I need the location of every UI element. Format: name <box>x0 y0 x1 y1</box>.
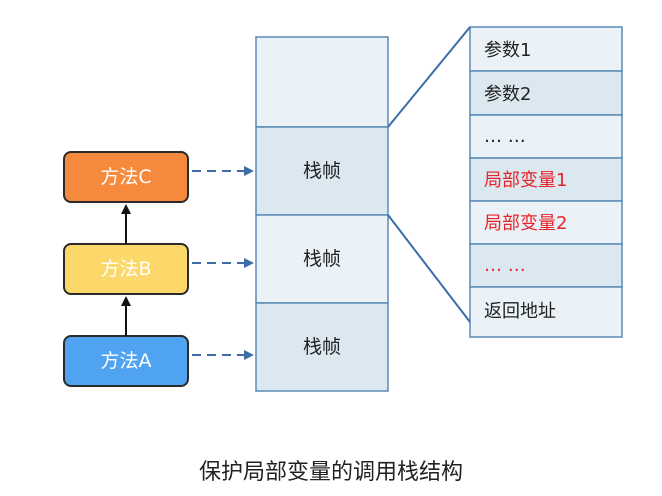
diagram-caption: 保护局部变量的调用栈结构 <box>198 460 463 485</box>
stack-frame-slot-2 <box>255 214 389 304</box>
stack-frame-label: 栈帧 <box>303 160 341 182</box>
frame-row-ellipsis: … … <box>484 126 526 147</box>
frame-row-box <box>469 200 623 245</box>
method-b-node: 方法B <box>63 243 189 295</box>
frame-row-box <box>469 286 623 338</box>
frame-row-box <box>469 114 623 159</box>
stack-column: 栈帧 栈帧 栈帧 <box>255 36 389 392</box>
frame-row-param-2: 参数2 <box>484 84 531 105</box>
method-c-node: 方法C <box>63 151 189 203</box>
stack-top-empty-slot <box>255 36 389 128</box>
frame-row-local-var-2: 局部变量2 <box>484 213 567 234</box>
frame-row-box <box>469 26 623 72</box>
method-c-label: 方法C <box>100 166 151 188</box>
stack-frame-label: 栈帧 <box>303 336 341 358</box>
zoom-connector-top <box>387 26 471 128</box>
method-c-box <box>63 151 189 203</box>
method-b-label: 方法B <box>100 258 151 280</box>
zoom-connector-bottom <box>387 214 471 323</box>
method-a-node: 方法A <box>63 335 189 387</box>
stack-frame-slot-3 <box>255 302 389 392</box>
method-a-label: 方法A <box>101 350 152 372</box>
frame-row-return-address: 返回地址 <box>484 301 556 322</box>
frame-row-local-var-1: 局部变量1 <box>484 170 567 191</box>
frame-detail-column: 参数1 参数2 … … 局部变量1 局部变量2 … … 返回地址 <box>469 26 623 338</box>
frame-row-param-1: 参数1 <box>484 40 531 61</box>
stack-frame-slot-1 <box>255 126 389 216</box>
stack-frame-label: 栈帧 <box>303 248 341 270</box>
frame-row-local-ellipsis: … … <box>484 255 526 276</box>
